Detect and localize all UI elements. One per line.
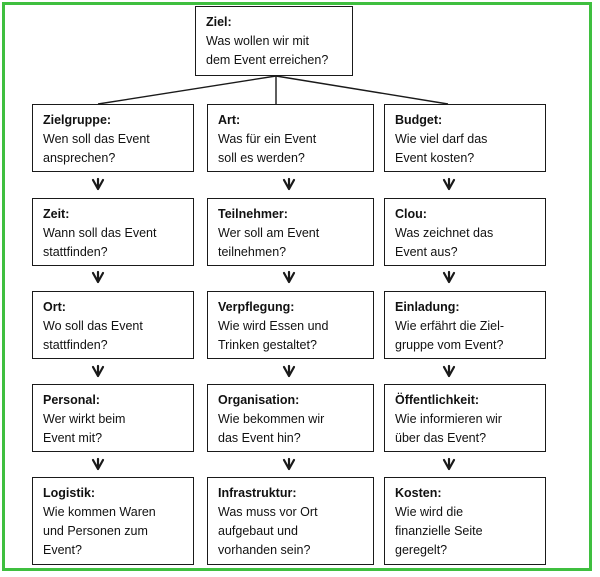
box-text: Wie wird Essen und Trinken gestaltet? (218, 319, 329, 352)
box-text: Wer soll am Event teilnehmen? (218, 226, 320, 259)
box-text: Wie viel darf das Event kosten? (395, 132, 488, 165)
down-arrow-icon (442, 270, 456, 284)
down-arrow-icon (282, 364, 296, 378)
box-title: Organisation: (218, 393, 300, 407)
box-title: Ort: (43, 300, 66, 314)
box-organisation: Organisation: Wie bekommen wir das Event… (207, 384, 374, 452)
box-art: Art: Was für ein Event soll es werden? (207, 104, 374, 172)
box-text: Wen soll das Event ansprechen? (43, 132, 150, 165)
down-arrow-icon (91, 457, 105, 471)
diagram-frame (2, 2, 592, 571)
box-text: Wie wird die finanzielle Seite geregelt? (395, 505, 483, 557)
box-text: Wer wirkt beim Event mit? (43, 412, 126, 445)
box-text: Was für ein Event soll es werden? (218, 132, 317, 165)
box-title: Zielgruppe: (43, 113, 112, 127)
box-zeit: Zeit: Wann soll das Event stattfinden? (32, 198, 194, 266)
box-title: Zeit: (43, 207, 70, 221)
down-arrow-icon (282, 270, 296, 284)
box-kosten: Kosten: Wie wird die finanzielle Seite g… (384, 477, 546, 565)
box-text: Wann soll das Event stattfinden? (43, 226, 157, 259)
box-title: Öffentlichkeit: (395, 393, 480, 407)
box-title: Verpflegung: (218, 300, 295, 314)
down-arrow-icon (282, 457, 296, 471)
box-title: Budget: (395, 113, 443, 127)
down-arrow-icon (442, 177, 456, 191)
box-verpflegung: Verpflegung: Wie wird Essen und Trinken … (207, 291, 374, 359)
box-text: Wie kommen Waren und Personen zum Event? (43, 505, 156, 557)
box-text: Wie bekommen wir das Event hin? (218, 412, 325, 445)
box-text: Wie informieren wir über das Event? (395, 412, 502, 445)
down-arrow-icon (91, 177, 105, 191)
box-ort: Ort: Wo soll das Event stattfinden? (32, 291, 194, 359)
connector-top-left (97, 75, 277, 105)
down-arrow-icon (442, 364, 456, 378)
box-infrastruktur: Infrastruktur: Was muss vor Ort aufgebau… (207, 477, 374, 565)
box-oeffentlichkeit: Öffentlichkeit: Wie informieren wir über… (384, 384, 546, 452)
box-title: Personal: (43, 393, 100, 407)
box-personal: Personal: Wer wirkt beim Event mit? (32, 384, 194, 452)
box-clou: Clou: Was zeichnet das Event aus? (384, 198, 546, 266)
connector-top-right (275, 75, 449, 105)
goal-box: Ziel: Was wollen wir mit dem Event errei… (195, 6, 353, 76)
box-title: Clou: (395, 207, 427, 221)
box-zielgruppe: Zielgruppe: Wen soll das Event anspreche… (32, 104, 194, 172)
box-title: Art: (218, 113, 241, 127)
box-text: Was zeichnet das Event aus? (395, 226, 494, 259)
box-title: Teilnehmer: (218, 207, 288, 221)
box-title: Logistik: (43, 486, 96, 500)
down-arrow-icon (91, 364, 105, 378)
box-text: Wo soll das Event stattfinden? (43, 319, 143, 352)
box-text: Was muss vor Ort aufgebaut und vorhanden… (218, 505, 318, 557)
goal-text: Was wollen wir mit dem Event erreichen? (206, 34, 329, 67)
box-title: Kosten: (395, 486, 442, 500)
box-logistik: Logistik: Wie kommen Waren und Personen … (32, 477, 194, 565)
box-text: Wie erfährt die Ziel- gruppe vom Event? (395, 319, 505, 352)
down-arrow-icon (282, 177, 296, 191)
goal-title: Ziel: (206, 15, 232, 29)
box-teilnehmer: Teilnehmer: Wer soll am Event teilnehmen… (207, 198, 374, 266)
box-budget: Budget: Wie viel darf das Event kosten? (384, 104, 546, 172)
down-arrow-icon (442, 457, 456, 471)
down-arrow-icon (91, 270, 105, 284)
box-title: Infrastruktur: (218, 486, 297, 500)
box-title: Einladung: (395, 300, 460, 314)
box-einladung: Einladung: Wie erfährt die Ziel- gruppe … (384, 291, 546, 359)
